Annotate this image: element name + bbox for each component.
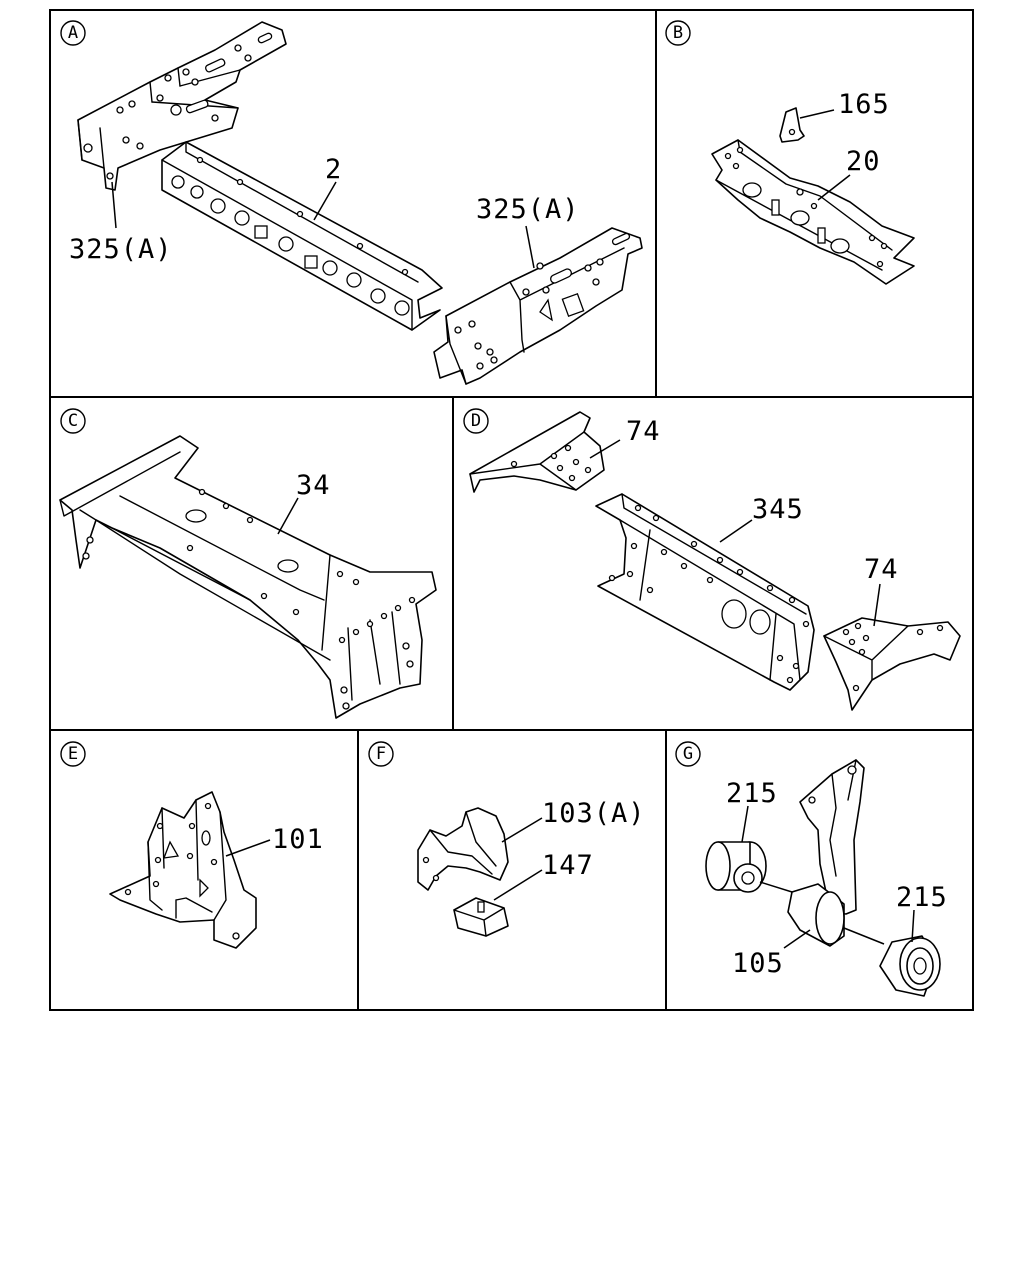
panel-f: F 103(A) 147 bbox=[368, 741, 646, 937]
panel-d: D bbox=[463, 408, 961, 711]
panel-d-badge[interactable]: D bbox=[463, 408, 489, 434]
panel-c: C 34 bbox=[59, 408, 437, 719]
svg-text:F: F bbox=[376, 744, 386, 764]
panel-b-badge[interactable]: B bbox=[665, 20, 691, 46]
panel-f-badge[interactable]: F bbox=[368, 741, 394, 767]
cross-member-2 bbox=[161, 141, 443, 331]
frame-bracket-left bbox=[77, 21, 287, 191]
bracket-74-top bbox=[469, 411, 605, 493]
small-bracket-165 bbox=[779, 107, 805, 143]
svg-text:B: B bbox=[673, 23, 683, 43]
panel-c-badge[interactable]: C bbox=[60, 408, 86, 434]
callout-103a[interactable]: 103(A) bbox=[542, 798, 646, 829]
cross-member-20 bbox=[711, 139, 915, 285]
panel-g: G 215 215 105 bbox=[675, 741, 948, 997]
callout-215-left[interactable]: 215 bbox=[726, 778, 778, 809]
svg-text:E: E bbox=[68, 744, 78, 764]
callout-147[interactable]: 147 bbox=[542, 850, 594, 881]
callout-325a-right[interactable]: 325(A) bbox=[476, 194, 580, 225]
callout-105[interactable]: 105 bbox=[732, 948, 784, 979]
bracket-103a bbox=[417, 807, 509, 891]
arm-105 bbox=[787, 759, 865, 947]
callout-2[interactable]: 2 bbox=[325, 154, 342, 185]
panel-g-badge[interactable]: G bbox=[675, 741, 701, 767]
cap-147 bbox=[453, 897, 509, 937]
callout-345[interactable]: 345 bbox=[752, 494, 804, 525]
callout-74-bottom[interactable]: 74 bbox=[864, 554, 899, 585]
callout-215-right[interactable]: 215 bbox=[896, 882, 948, 913]
bushing-215-left bbox=[705, 841, 767, 893]
frame-bracket-right bbox=[433, 227, 643, 385]
panel-e: E 101 bbox=[60, 741, 324, 949]
panel-b: B 165 20 bbox=[665, 20, 915, 285]
callout-325a-left[interactable]: 325(A) bbox=[69, 234, 173, 265]
callout-20[interactable]: 20 bbox=[846, 146, 881, 177]
svg-text:G: G bbox=[683, 744, 693, 764]
mount-bracket-101 bbox=[109, 791, 257, 949]
svg-text:D: D bbox=[471, 411, 481, 431]
callout-101[interactable]: 101 bbox=[272, 824, 324, 855]
bushing-215-right bbox=[879, 935, 941, 997]
callout-74-top[interactable]: 74 bbox=[626, 416, 661, 447]
cross-member-34 bbox=[59, 435, 437, 719]
cross-member-345 bbox=[595, 493, 815, 691]
diagram-frame bbox=[49, 9, 974, 1011]
callout-34[interactable]: 34 bbox=[296, 470, 331, 501]
svg-text:A: A bbox=[68, 23, 78, 43]
callout-165[interactable]: 165 bbox=[838, 89, 890, 120]
svg-text:C: C bbox=[68, 411, 78, 431]
panel-a-badge[interactable]: A bbox=[60, 20, 86, 46]
bracket-74-bottom bbox=[823, 617, 961, 711]
panel-e-badge[interactable]: E bbox=[60, 741, 86, 767]
panel-a: A bbox=[60, 20, 643, 385]
